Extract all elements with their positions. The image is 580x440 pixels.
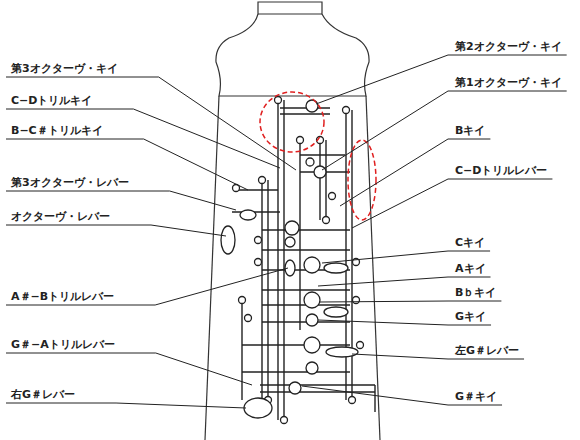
leader-line (6, 225, 226, 236)
part-label: G＃キイ (454, 390, 498, 403)
part-label: B−C＃トリルキイ (10, 124, 104, 137)
part-label: 左G＃レバー (454, 344, 520, 357)
leader-line (6, 191, 236, 210)
part-label: 右G＃レバー (10, 388, 76, 401)
leader-line (352, 179, 552, 228)
leader-line (6, 403, 246, 408)
part-label: 第2オクターヴ・キイ (454, 40, 563, 53)
leader-line (6, 77, 296, 170)
leader-line (322, 91, 567, 170)
part-label: 第3オクターヴ・レバー (10, 176, 130, 189)
part-label: C−Dトリルレバー (454, 164, 548, 177)
leader-line (6, 353, 252, 385)
part-label: Aキイ (454, 262, 487, 275)
part-label: Bｂキイ (454, 286, 497, 299)
part-label: A＃−Bトリルレバー (10, 290, 115, 303)
part-label: オクターヴ・レバー (10, 210, 111, 223)
part-label: Bキイ (454, 124, 486, 137)
leader-line (316, 55, 567, 104)
leader-line (6, 268, 288, 305)
leader-line (320, 301, 501, 302)
leader-line (318, 277, 491, 286)
leader-line (302, 386, 502, 405)
part-label: 第3オクターヴ・キイ (10, 62, 119, 75)
part-label: Cキイ (454, 236, 486, 249)
part-label: Gキイ (454, 310, 487, 323)
leader-line (6, 139, 248, 190)
part-label: 第1オクターヴ・キイ (454, 76, 563, 89)
part-label: C−Dトリルキイ (10, 94, 93, 107)
part-label: G＃−Aトリルレバー (10, 338, 116, 351)
